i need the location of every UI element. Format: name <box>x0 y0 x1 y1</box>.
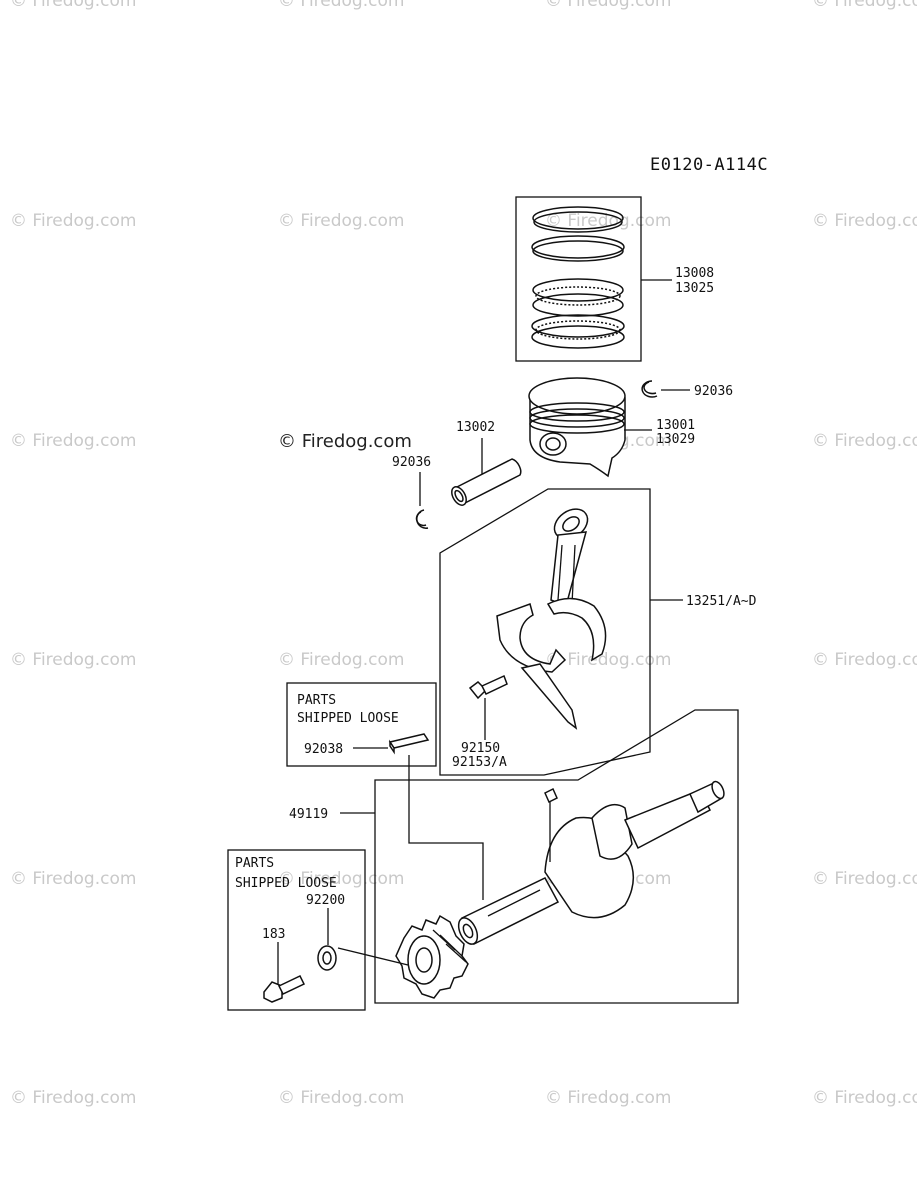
label-crankshaft: 49119 <box>289 807 328 822</box>
main-watermark: © Firedog.com <box>278 431 412 452</box>
loose-top-line2: SHIPPED LOOSE <box>297 711 399 726</box>
watermark-grid: © Firedog.com © Firedog.com © Firedog.co… <box>10 0 917 1108</box>
watermark: © Firedog.com <box>545 1088 671 1108</box>
watermark: © Firedog.com <box>10 431 136 451</box>
piston-pin-group: 13002 <box>451 420 522 506</box>
circlip-left-group: 92036 <box>392 455 431 529</box>
watermark: © Firedog.com <box>10 650 136 670</box>
label-rings: 13008 <box>675 266 714 281</box>
label-pin: 13002 <box>456 420 495 435</box>
diagram-code: E0120-A114C <box>650 155 768 175</box>
rings-box <box>515 196 642 362</box>
gear-group <box>337 914 469 999</box>
label-key: 92038 <box>304 742 343 757</box>
watermark: © Firedog.com <box>10 1088 136 1108</box>
watermark: © Firedog.com <box>545 211 671 231</box>
piston-group: 13001 13029 <box>528 377 695 478</box>
crankshaft-group: 49119 <box>289 709 739 1004</box>
label-clip-left: 92036 <box>392 455 431 470</box>
watermark: © Firedog.com <box>10 211 136 231</box>
label-piston-alt: 13029 <box>656 432 695 447</box>
loose-bottom-line2: SHIPPED LOOSE <box>235 876 337 891</box>
watermark: © Firedog.com <box>812 211 917 231</box>
watermark: © Firedog.com <box>278 869 404 889</box>
watermark: © Firedog.com <box>278 0 404 11</box>
label-clip-right: 92036 <box>694 384 733 399</box>
watermark: © Firedog.com <box>545 650 671 670</box>
watermark: © Firedog.com <box>812 1088 917 1108</box>
watermark: © Firedog.com <box>812 650 917 670</box>
label-rod: 13251/A~D <box>686 594 757 609</box>
watermark: © Firedog.com <box>812 431 917 451</box>
label-rod-bolt: 92150 <box>461 741 500 756</box>
watermark: © Firedog.com <box>812 0 917 11</box>
watermark: © Firedog.com <box>812 869 917 889</box>
label-washer: 92200 <box>306 893 345 908</box>
watermark: © Firedog.com <box>278 211 404 231</box>
piston-rings-group: 13008 13025 <box>515 196 714 362</box>
label-rings-alt: 13025 <box>675 281 714 296</box>
watermark: © Firedog.com <box>278 650 404 670</box>
loose-top-line1: PARTS <box>297 693 336 708</box>
label-rod-bolt-alt: 92153/A <box>452 755 507 770</box>
label-bolt: 183 <box>262 927 285 942</box>
watermark: © Firedog.com <box>10 0 136 11</box>
circlip-right-group: 92036 <box>641 380 733 399</box>
connecting-rod-group: 13251/A~D <box>439 488 757 776</box>
loose-box-top <box>286 682 437 767</box>
loose-bottom-line1: PARTS <box>235 856 274 871</box>
loose-box-bottom <box>227 849 366 1011</box>
label-piston: 13001 <box>656 418 695 433</box>
watermark: © Firedog.com <box>545 0 671 11</box>
parts-loose-top: PARTS SHIPPED LOOSE 92038 <box>286 682 437 767</box>
watermark: © Firedog.com <box>10 869 136 889</box>
parts-loose-bottom: PARTS SHIPPED LOOSE 92200 183 <box>227 849 366 1011</box>
rod-bolt-group: 92150 92153/A <box>452 674 508 770</box>
watermark: © Firedog.com <box>278 1088 404 1108</box>
